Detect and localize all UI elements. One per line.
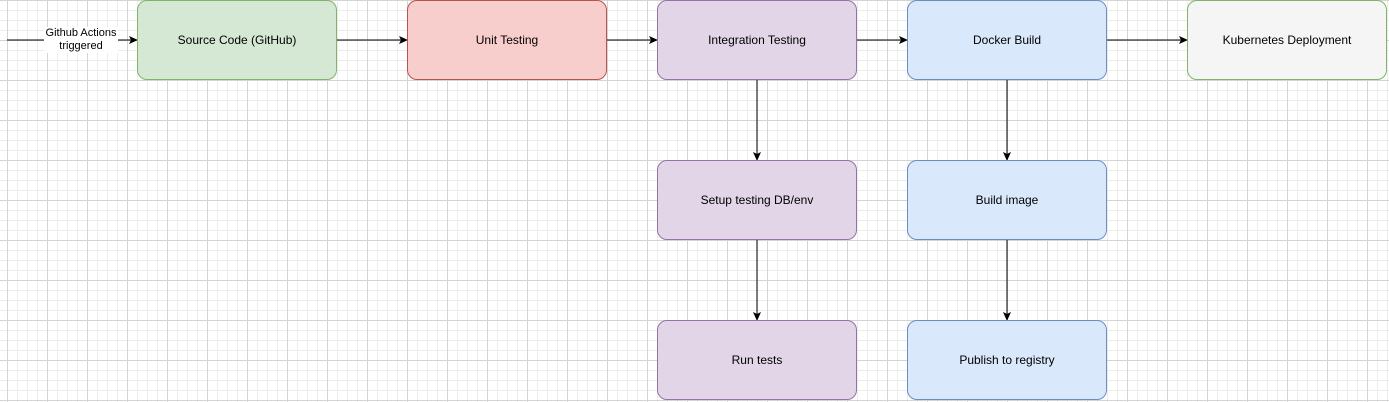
node-docker-build[interactable]: Docker Build (907, 0, 1107, 80)
node-setup-testing-db-label: Setup testing DB/env (700, 193, 814, 207)
node-kubernetes-deployment[interactable]: Kubernetes Deployment (1187, 0, 1387, 80)
node-integration-testing-label: Integration Testing (708, 33, 806, 47)
node-publish-to-registry-label: Publish to registry (959, 353, 1055, 367)
node-publish-to-registry[interactable]: Publish to registry (907, 320, 1107, 400)
node-unit-testing[interactable]: Unit Testing (407, 0, 607, 80)
node-source-code-label: Source Code (GitHub) (177, 33, 297, 47)
node-integration-testing[interactable]: Integration Testing (657, 0, 857, 80)
node-docker-build-label: Docker Build (972, 33, 1042, 47)
node-kubernetes-deployment-label: Kubernetes Deployment (1222, 33, 1352, 47)
node-build-image-label: Build image (975, 193, 1039, 207)
node-run-tests[interactable]: Run tests (657, 320, 857, 400)
node-unit-testing-label: Unit Testing (475, 33, 539, 47)
node-build-image[interactable]: Build image (907, 160, 1107, 240)
node-run-tests-label: Run tests (731, 353, 783, 367)
node-setup-testing-db[interactable]: Setup testing DB/env (657, 160, 857, 240)
node-source-code[interactable]: Source Code (GitHub) (137, 0, 337, 80)
trigger-label: Github Actions triggered (44, 27, 118, 53)
